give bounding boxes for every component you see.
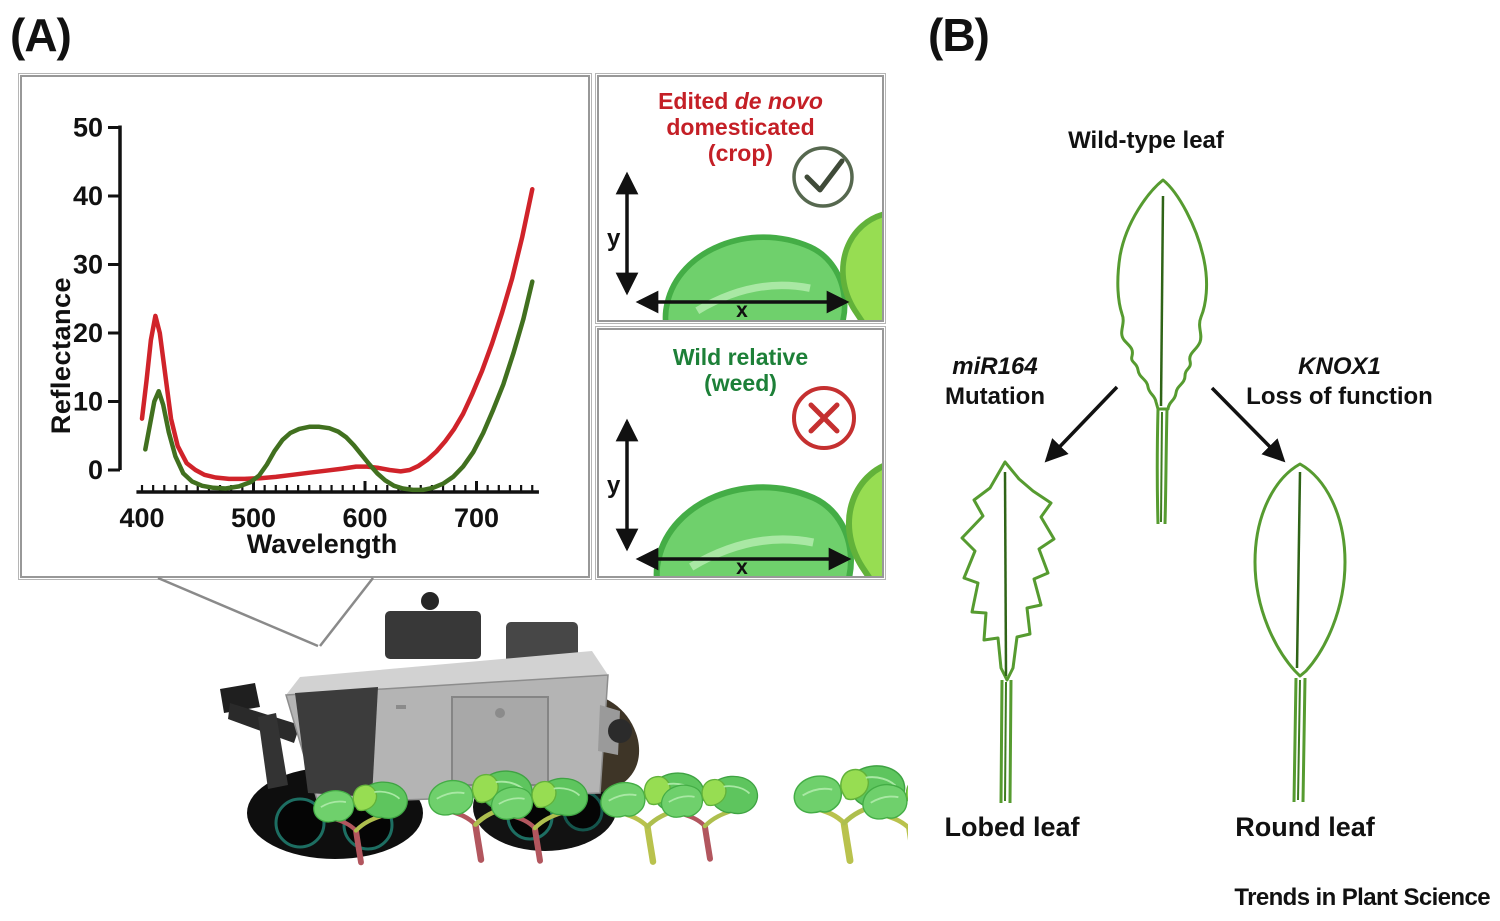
svg-text:40: 40	[73, 181, 103, 211]
round-leaf-label: Round leaf	[1235, 812, 1375, 842]
weed-seedling-image	[657, 445, 882, 576]
wild-type-leaf-drawing	[1116, 178, 1209, 525]
crop-plant-illustration	[615, 146, 882, 320]
svg-text:400: 400	[119, 503, 164, 533]
chart-y-axis-title: Reflectance	[46, 277, 76, 435]
weed-x-label: x	[736, 556, 748, 579]
mir164-mutation-label: miR164 Mutation	[945, 353, 1045, 410]
knox1-loss-label: KNOX1 Loss of function	[1246, 353, 1433, 410]
crop-box-title: Edited de novo domesticated (crop)	[658, 88, 823, 166]
row-seedling	[314, 782, 408, 862]
svg-text:30: 30	[73, 250, 103, 280]
lobed-leaf-drawing	[960, 460, 1056, 804]
chart-x-axis-title: Wavelength	[246, 529, 398, 559]
journal-signature: Trends in Plant Science	[1234, 884, 1490, 911]
arrow-to-lobed-leaf	[1044, 385, 1119, 463]
round-leaf-drawing	[1253, 462, 1347, 803]
svg-text:10: 10	[73, 387, 103, 417]
wild-type-leaf-label: Wild-type leaf	[1068, 127, 1224, 154]
weed-callout-box: Wild relative (weed) y x	[595, 326, 886, 580]
svg-text:0: 0	[88, 455, 103, 485]
check-circle-icon	[792, 146, 854, 208]
row-seedling	[492, 778, 588, 860]
svg-text:50: 50	[73, 113, 103, 143]
svg-text:500: 500	[231, 503, 276, 533]
crop-x-label: x	[736, 299, 748, 322]
row-seedling	[662, 776, 758, 858]
callout-lines	[157, 576, 374, 648]
panel-b-label: (B)	[928, 9, 990, 61]
crop-row-illustration	[8, 752, 908, 870]
crop-y-label: y	[607, 225, 621, 252]
cross-circle-icon	[792, 386, 856, 450]
svg-text:600: 600	[342, 503, 387, 533]
reflectance-chart-box: 400 500 600 700 0 10 20 30 40 50 Reflectance Wave…	[18, 73, 592, 580]
weed-box-title: Wild relative (weed)	[672, 344, 809, 396]
weed-plant-illustration	[615, 386, 882, 576]
arrow-to-round-leaf	[1210, 386, 1286, 463]
leaf-diagrams	[960, 178, 1347, 804]
lobed-leaf-label: Lobed leaf	[944, 812, 1080, 842]
reflectance-spectra-chart: 400 500 600 700 0 10 20 30 40 50	[73, 113, 539, 533]
weed-y-label: y	[607, 472, 621, 499]
crop-callout-box: Edited de novo domesticated (crop) y x	[595, 73, 886, 324]
panel-a-label: (A)	[10, 9, 72, 61]
svg-text:700: 700	[454, 503, 499, 533]
svg-text:20: 20	[73, 318, 103, 348]
